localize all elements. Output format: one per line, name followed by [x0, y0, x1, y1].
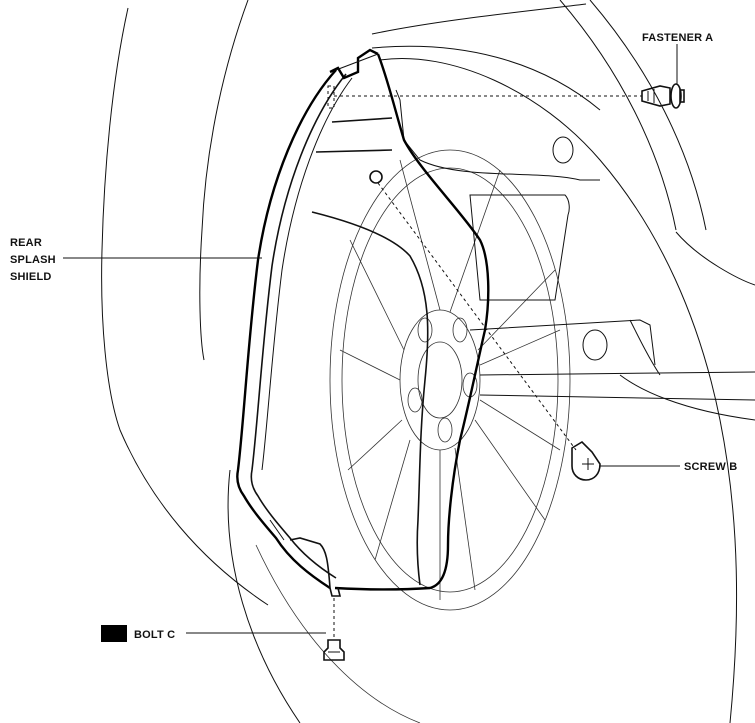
- inner-wheelhouse-panel: [395, 89, 755, 421]
- rear-splash-shield-label-line1: REAR: [10, 237, 42, 249]
- screw-b-label: SCREW B: [684, 461, 737, 473]
- body-panel-lines: [101, 0, 755, 606]
- screw-b-part: [377, 182, 601, 481]
- bolt-c-marker: [101, 625, 127, 642]
- wheel-arch: [227, 58, 738, 723]
- bolt-c-part: [323, 598, 345, 661]
- fastener-a-label: FASTENER A: [642, 32, 713, 44]
- rear-splash-shield-label-line2: SPLASH: [10, 254, 56, 266]
- wheel: [329, 149, 571, 611]
- bolt-c-label: BOLT C: [134, 629, 175, 641]
- rear-splash-shield-label-line3: SHIELD: [10, 271, 52, 283]
- leader-lines: [63, 44, 680, 634]
- rear-splash-shield: [236, 48, 490, 597]
- fastener-a-part: [334, 83, 685, 109]
